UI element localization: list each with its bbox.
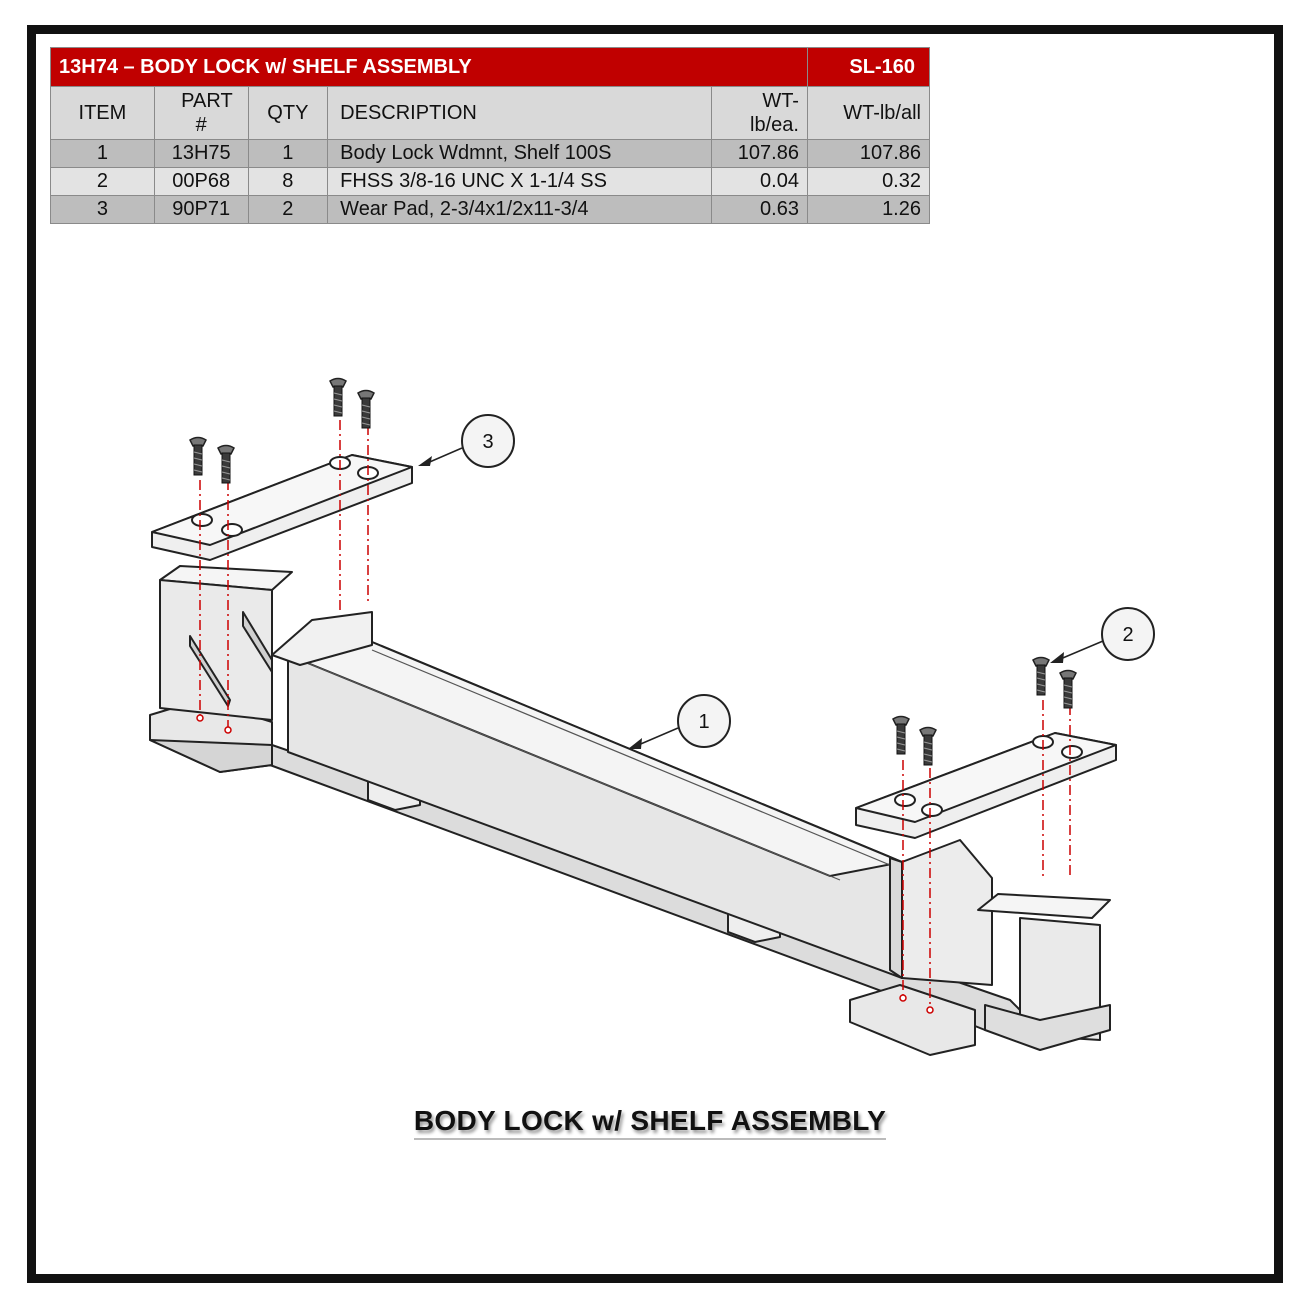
callout-3: 3: [418, 414, 515, 468]
cell-item: 3: [50, 195, 155, 224]
cell-wt-all: 107.86: [806, 139, 931, 168]
wear-pad-right: [855, 732, 1117, 839]
callout-2-label: 2: [1122, 624, 1133, 646]
header-wt-all: WT-lb/all: [806, 86, 931, 140]
wear-pad-left: [151, 454, 413, 561]
cell-description: Wear Pad, 2-3/4x1/2x11-3/4: [327, 195, 713, 224]
cell-qty: 2: [247, 195, 329, 224]
table-row: 3 90P71 2 Wear Pad, 2-3/4x1/2x11-3/4 0.6…: [50, 195, 931, 224]
table-header-row: ITEM PART # QTY DESCRIPTION WT-lb/ea. WT…: [50, 86, 931, 140]
header-item: ITEM: [50, 86, 155, 140]
header-qty: QTY: [247, 86, 329, 140]
cell-wt-each: 0.63: [711, 195, 808, 224]
callout-1-label: 1: [698, 711, 709, 733]
cell-item: 1: [50, 139, 155, 168]
callout-2: 2: [1050, 607, 1155, 663]
header-wt-each: WT-lb/ea.: [711, 86, 808, 140]
cell-wt-each: 107.86: [711, 139, 808, 168]
header-part-label: PART #: [181, 90, 233, 136]
cell-part: 00P68: [153, 167, 249, 196]
cell-part: 13H75: [153, 139, 249, 168]
table-code: SL-160: [806, 47, 931, 87]
cell-qty: 1: [247, 139, 329, 168]
cell-wt-all: 1.26: [806, 195, 931, 224]
hole-markers: [196, 714, 934, 1014]
cell-description: Body Lock Wdmnt, Shelf 100S: [327, 139, 713, 168]
callout-3-label: 3: [482, 431, 493, 453]
body-lock-weldment: [149, 565, 1111, 1056]
drawing-caption-text: BODY LOCK w/ SHELF ASSEMBLY: [413, 1105, 887, 1140]
cell-part: 90P71: [153, 195, 249, 224]
cell-description: FHSS 3/8-16 UNC X 1-1/4 SS: [327, 167, 713, 196]
header-wt-each-label: WT-lb/ea.: [750, 90, 799, 136]
cell-qty: 8: [247, 167, 329, 196]
drawing-caption: BODY LOCK w/ SHELF ASSEMBLY: [300, 1105, 1000, 1140]
cell-wt-all: 0.32: [806, 167, 931, 196]
header-description: DESCRIPTION: [327, 86, 713, 140]
fastener-centerlines: [199, 420, 1071, 1010]
table-row: 1 13H75 1 Body Lock Wdmnt, Shelf 100S 10…: [50, 139, 931, 168]
header-part: PART #: [153, 86, 249, 140]
callout-1: 1: [628, 694, 731, 749]
cell-wt-each: 0.04: [711, 167, 808, 196]
table-title: 13H74 – BODY LOCK w/ SHELF ASSEMBLY: [50, 47, 808, 87]
bill-of-materials-table: 13H74 – BODY LOCK w/ SHELF ASSEMBLY SL-1…: [50, 47, 931, 224]
table-title-row: 13H74 – BODY LOCK w/ SHELF ASSEMBLY SL-1…: [50, 47, 931, 87]
table-row: 2 00P68 8 FHSS 3/8-16 UNC X 1-1/4 SS 0.0…: [50, 167, 931, 196]
cell-item: 2: [50, 167, 155, 196]
